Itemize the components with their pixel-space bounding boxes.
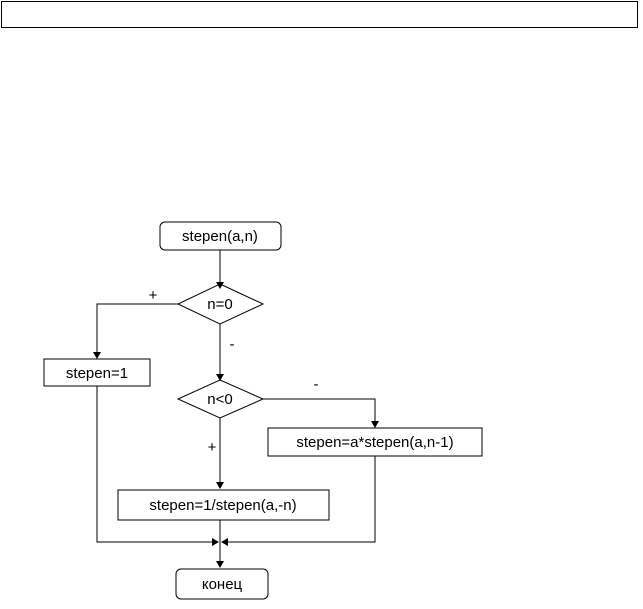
edge-label-zero-no: - [230, 336, 235, 353]
edge-label-negative-yes: + [208, 439, 217, 456]
process-recursive: stepen=a*stepen(a,n-1) [267, 427, 483, 457]
decision-n-less-zero: n<0 [176, 379, 265, 419]
decision-n-equals-zero: n=0 [176, 283, 265, 325]
decision-n-equals-zero-label: n=0 [207, 296, 232, 313]
process-stepen-one-label: stepen=1 [66, 365, 128, 382]
end-node-label: конец [202, 576, 243, 593]
process-inverse: stepen=1/stepen(a,-n) [117, 489, 330, 521]
process-recursive-label: stepen=a*stepen(a,n-1) [296, 434, 453, 451]
top-bar [1, 1, 638, 28]
decision-n-less-zero-label: n<0 [207, 391, 232, 408]
end-node: конец [175, 568, 269, 600]
edge-label-negative-no: - [314, 376, 319, 393]
connectors [93, 250, 379, 568]
process-inverse-label: stepen=1/stepen(a,-n) [149, 497, 296, 514]
start-node: stepen(a,n) [159, 221, 282, 251]
start-node-label: stepen(a,n) [182, 228, 258, 245]
edge-label-zero-yes: + [149, 287, 158, 304]
process-stepen-one: stepen=1 [43, 358, 151, 387]
